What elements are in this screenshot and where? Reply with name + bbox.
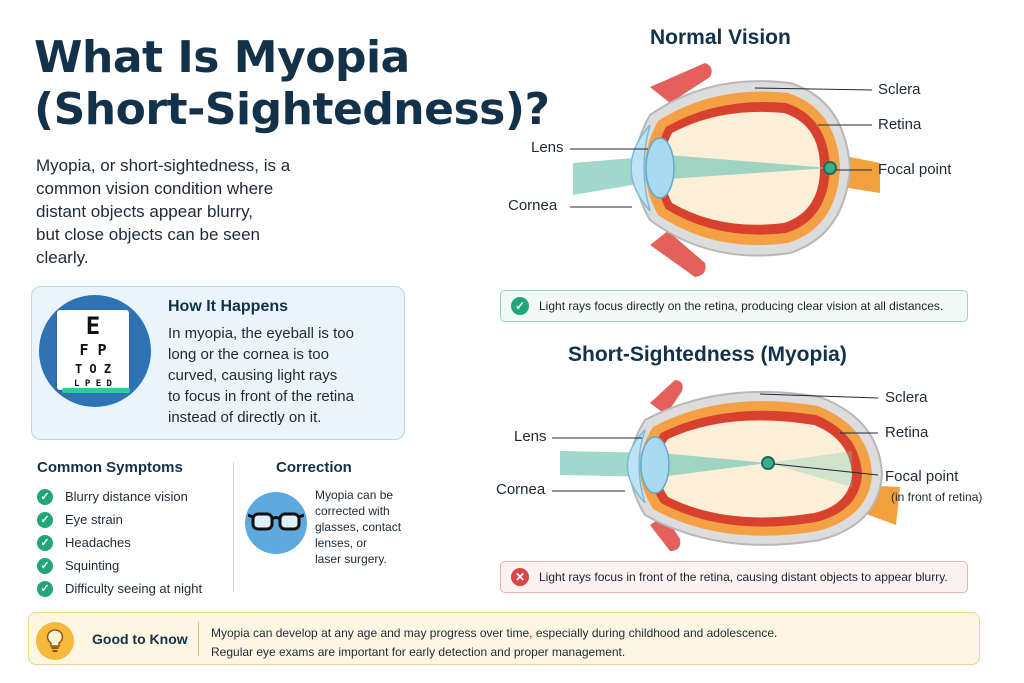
myopia-title: Short-Sightedness (Myopia) xyxy=(568,343,847,366)
intro-line: common vision condition where xyxy=(36,179,274,198)
sclera-pointer xyxy=(754,87,873,91)
symptom-item: ✓ Headaches xyxy=(37,531,202,554)
how-line: long or the cornea is too xyxy=(168,346,329,363)
diverging-rays xyxy=(768,451,852,487)
how-line: to focus in front of the retina xyxy=(168,388,354,405)
cross-icon: ✕ xyxy=(511,568,529,586)
symptom-label: Headaches xyxy=(65,535,131,550)
correction-text: Myopia can be corrected with glasses, co… xyxy=(315,487,415,567)
focal-point-pointer xyxy=(773,463,879,476)
label-lens: Lens xyxy=(514,428,547,445)
lightbulb-icon xyxy=(46,629,64,652)
label-cornea: Cornea xyxy=(508,197,558,214)
eye-muscle-top xyxy=(650,380,683,415)
section-divider xyxy=(233,462,234,592)
correction-line: glasses, contact xyxy=(315,520,402,534)
good-to-know-divider xyxy=(198,622,199,656)
label-focal-point: Focal point xyxy=(878,161,952,178)
correction-line: lenses, or xyxy=(315,536,368,550)
label-sclera: Sclera xyxy=(878,81,921,98)
symptom-label: Blurry distance vision xyxy=(65,489,188,504)
myopia-note-text: Light rays focus in front of the retina,… xyxy=(539,570,948,584)
eye-muscle-bottom xyxy=(650,231,706,277)
label-lens: Lens xyxy=(531,139,564,156)
normal-vision-note-text: Light rays focus directly on the retina,… xyxy=(539,299,944,313)
symptom-item: ✓ Blurry distance vision xyxy=(37,485,202,508)
label-focal-point-sub: (in front of retina) xyxy=(891,490,983,504)
lens xyxy=(645,137,675,199)
how-line: In myopia, the eyeball is too xyxy=(168,325,354,342)
symptom-item: ✓ Difficulty seeing at night xyxy=(37,577,202,600)
normal-eye-diagram xyxy=(570,63,880,277)
symptom-item: ✓ Squinting xyxy=(37,554,202,577)
label-cornea: Cornea xyxy=(496,481,546,498)
how-it-happens-text: In myopia, the eyeball is too long or th… xyxy=(168,323,393,428)
correction-title: Correction xyxy=(276,459,352,476)
check-icon: ✓ xyxy=(37,534,53,551)
intro-line: but close objects can be seen xyxy=(36,225,260,244)
eye-chart-icon: E F P T O Z L P E D xyxy=(57,310,129,390)
eye-chart-row: F P xyxy=(79,341,107,359)
cornea xyxy=(626,429,646,504)
eye-muscle-top xyxy=(650,63,712,103)
symptom-label: Eye strain xyxy=(65,512,123,527)
glasses-icon xyxy=(248,512,304,531)
check-icon: ✓ xyxy=(511,297,529,315)
eye-chart-row: T O Z xyxy=(74,362,112,376)
eye-chart-row: E xyxy=(85,312,101,340)
myopia-eye-diagram xyxy=(552,380,900,551)
lens xyxy=(640,436,670,494)
good-to-know-title: Good to Know xyxy=(92,631,188,647)
label-retina: Retina xyxy=(878,116,922,133)
eye-muscle-bottom xyxy=(650,515,681,551)
eye-chart-row: L P E D xyxy=(74,379,112,389)
myopia-note: ✕ Light rays focus in front of the retin… xyxy=(500,561,968,593)
label-focal-point: Focal point xyxy=(885,468,959,485)
symptom-label: Difficulty seeing at night xyxy=(65,581,203,596)
intro-line: Myopia, or short-sightedness, is a xyxy=(36,156,291,175)
cornea xyxy=(630,124,651,212)
check-icon: ✓ xyxy=(37,488,53,505)
correction-line: Myopia can be xyxy=(315,488,394,502)
how-line: curved, causing light rays xyxy=(168,367,338,384)
normal-vision-note: ✓ Light rays focus directly on the retin… xyxy=(500,290,968,322)
sclera-pointer xyxy=(759,393,879,399)
label-sclera: Sclera xyxy=(885,389,928,406)
good-to-know-box xyxy=(28,612,980,665)
page-title-line-1: What Is Myopia xyxy=(34,32,410,83)
good-to-know-text: Myopia can develop at any age and may pr… xyxy=(211,624,777,662)
check-icon: ✓ xyxy=(37,557,53,574)
symptoms-title: Common Symptoms xyxy=(37,459,183,476)
page-title: What Is Myopia (Short-Sightedness)? xyxy=(34,32,550,136)
check-icon: ✓ xyxy=(37,580,53,597)
focal-point-marker xyxy=(761,456,775,470)
vitreous-body xyxy=(658,420,852,518)
correction-line: corrected with xyxy=(315,504,390,518)
symptom-label: Squinting xyxy=(65,558,120,573)
how-line: instead of directly on it. xyxy=(168,409,322,426)
good-to-know-line: Myopia can develop at any age and may pr… xyxy=(211,626,778,640)
normal-vision-title: Normal Vision xyxy=(650,26,791,49)
page-title-line-2: (Short-Sightedness)? xyxy=(34,84,550,135)
symptom-item: ✓ Eye strain xyxy=(37,508,202,531)
check-icon: ✓ xyxy=(37,511,53,528)
good-to-know-line: Regular eye exams are important for earl… xyxy=(211,645,626,659)
focal-point-marker xyxy=(823,161,837,175)
intro-line: distant objects appear blurry, xyxy=(36,202,254,221)
intro-paragraph: Myopia, or short-sightedness, is a commo… xyxy=(36,154,326,269)
how-it-happens-title: How It Happens xyxy=(168,298,289,315)
label-retina: Retina xyxy=(885,424,929,441)
intro-line: clearly. xyxy=(36,248,89,267)
eye-chart-stand xyxy=(62,388,130,393)
symptoms-list: ✓ Blurry distance vision ✓ Eye strain ✓ Hea… xyxy=(37,485,202,600)
correction-line: laser surgery. xyxy=(315,552,387,566)
